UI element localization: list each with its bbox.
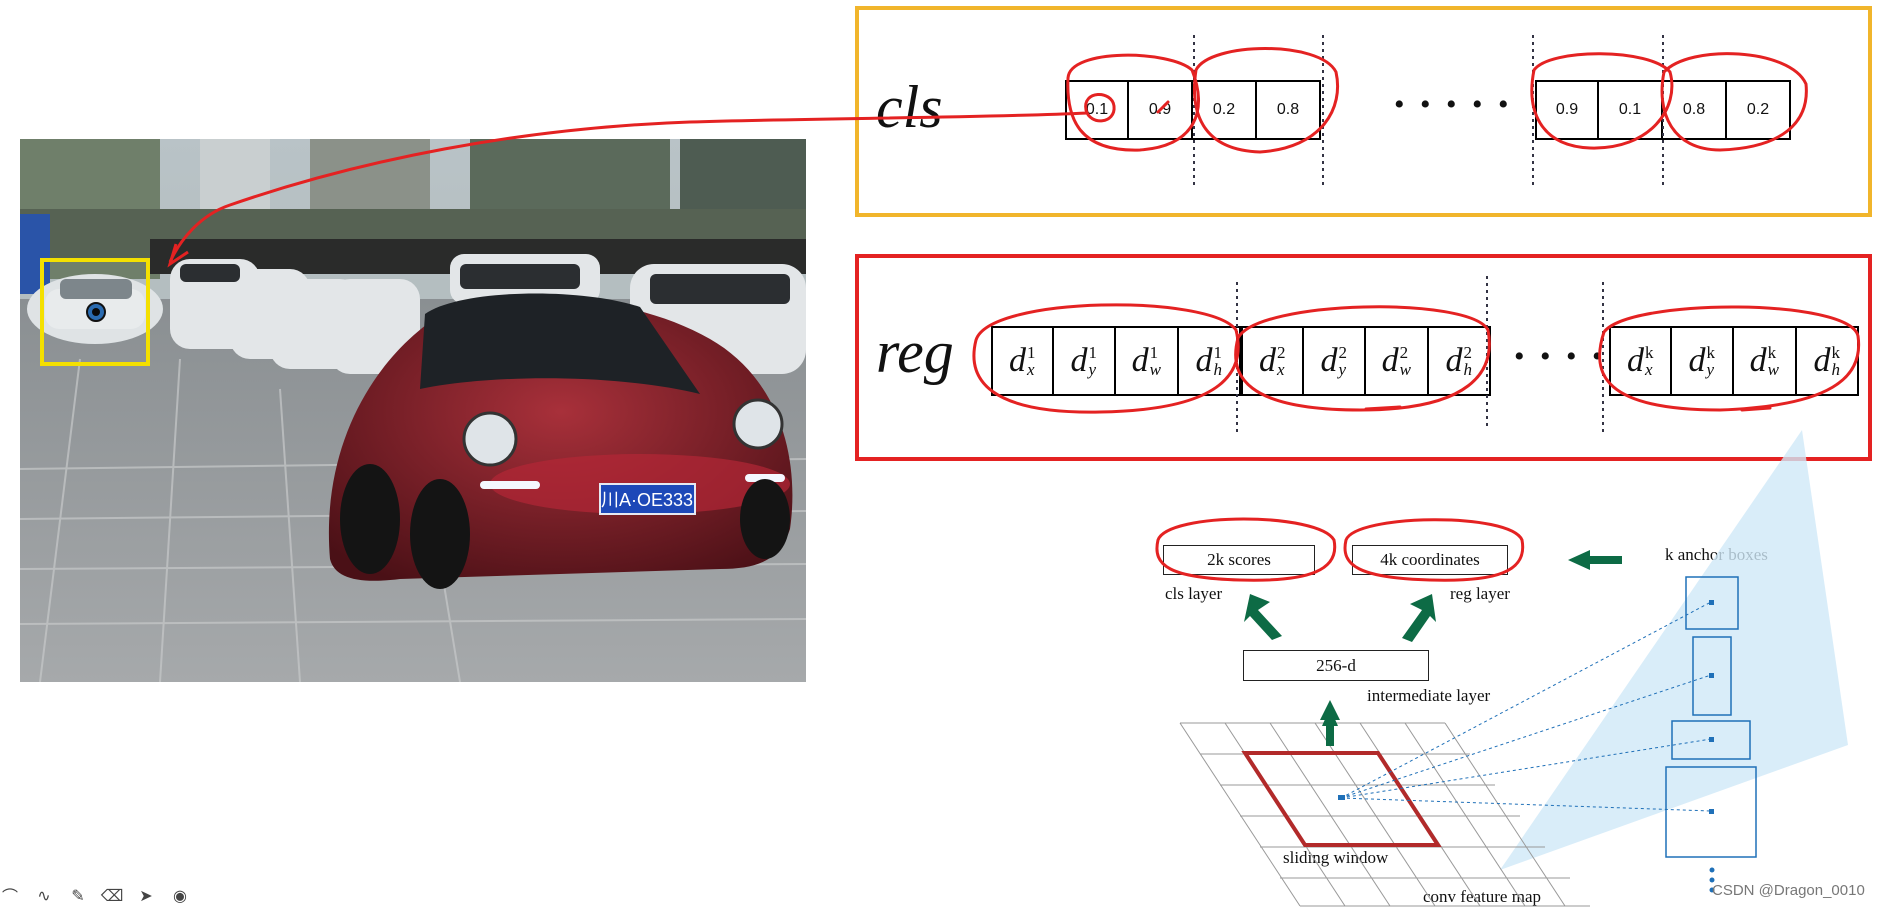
cls-layer-caption: cls layer <box>1165 584 1222 604</box>
cls-score-cell: 0.1 <box>1065 80 1129 140</box>
reg-ellipsis: • • • • <box>1514 342 1607 372</box>
watermark: CSDN @Dragon_0010 <box>1712 882 1865 899</box>
intermediate-layer-caption: intermediate layer <box>1367 686 1490 706</box>
pen-icon[interactable]: ∿ <box>34 885 54 905</box>
coordinates-box: 4k coordinates <box>1352 545 1508 575</box>
cls-panel: cls 0.1 0.9 0.2 0.8 • • • • • 0.9 0.1 0.… <box>855 6 1872 217</box>
anchor-link-lines <box>1341 602 1711 811</box>
anchor-boxes <box>1666 577 1756 857</box>
cls-score-cell: 0.8 <box>1257 80 1321 140</box>
annotation-toolbar: ⌒ ∿ ✎ ⌫ ➤ ◉ <box>0 885 190 905</box>
cls-score-group-2: 0.9 0.1 0.8 0.2 <box>1535 80 1791 140</box>
anchor-boxes-caption: k anchor boxes <box>1665 545 1768 565</box>
flow-arrows <box>1244 550 1622 746</box>
cursor-icon[interactable]: ➤ <box>136 885 156 905</box>
cls-label: cls <box>876 77 943 137</box>
cls-score-cell: 0.1 <box>1599 80 1663 140</box>
street-photo: 川A·OE333 <box>20 139 806 682</box>
cls-score-cell: 0.2 <box>1193 80 1257 140</box>
eraser-icon[interactable]: ⌫ <box>102 885 122 905</box>
cls-score-cell: 0.9 <box>1129 80 1193 140</box>
record-icon[interactable]: ◉ <box>170 885 190 905</box>
reg-label: reg <box>876 322 954 382</box>
cls-score-cell: 0.8 <box>1663 80 1727 140</box>
license-plate: 川A·OE333 <box>601 490 693 510</box>
cls-score-group-1: 0.1 0.9 0.2 0.8 <box>1065 80 1321 140</box>
pointer-arc-icon[interactable]: ⌒ <box>0 885 20 905</box>
cls-score-cell: 0.9 <box>1535 80 1599 140</box>
sliding-window-caption: sliding window <box>1283 848 1388 868</box>
scores-box: 2k scores <box>1163 545 1315 575</box>
cls-score-cell: 0.2 <box>1727 80 1791 140</box>
intermediate-box: 256-d <box>1243 650 1429 681</box>
anchor-projection-fan <box>1500 430 1848 870</box>
cls-ellipsis: • • • • • <box>1394 90 1513 120</box>
highlighter-icon[interactable]: ✎ <box>68 885 88 905</box>
feature-map-grid <box>1180 723 1590 906</box>
sliding-window <box>1245 753 1438 845</box>
reg-layer-caption: reg layer <box>1450 584 1510 604</box>
feature-map-caption: conv feature map <box>1423 887 1541 907</box>
